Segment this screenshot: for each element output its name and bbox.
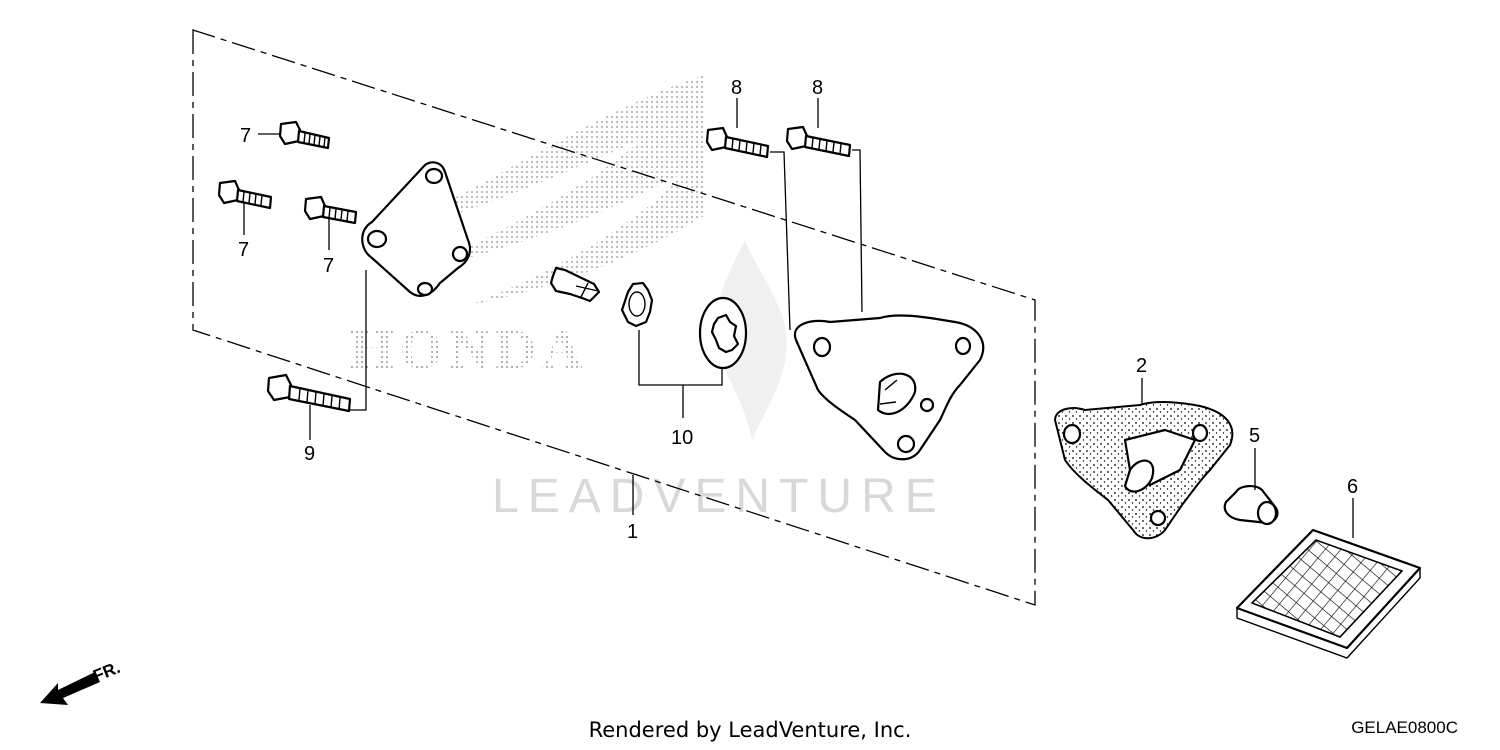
front-arrow-icon bbox=[40, 672, 100, 705]
callout-8-right: 8 bbox=[812, 77, 823, 99]
pump-cover bbox=[361, 161, 472, 297]
callout-8-left: 8 bbox=[731, 77, 742, 99]
honda-watermark: HONDA bbox=[350, 319, 588, 381]
inner-rotor bbox=[620, 281, 654, 328]
callout-2: 2 bbox=[1136, 355, 1147, 377]
callout-7-top: 7 bbox=[240, 125, 251, 147]
callout-9: 9 bbox=[304, 443, 315, 465]
front-arrow-label: FR. bbox=[90, 658, 123, 686]
collar bbox=[1223, 485, 1279, 526]
callout-7-left: 7 bbox=[238, 239, 249, 261]
leadventure-flame-watermark bbox=[714, 240, 787, 440]
leadventure-watermark: LEADVENTURE bbox=[492, 470, 946, 523]
gasket bbox=[1053, 401, 1234, 540]
bolt-7-left bbox=[217, 179, 273, 210]
callout-10: 10 bbox=[671, 427, 693, 449]
assembly-outline bbox=[192, 29, 1036, 606]
callout-7-middle: 7 bbox=[323, 255, 334, 277]
bolt-9 bbox=[266, 373, 352, 413]
bolt-7-middle bbox=[303, 195, 358, 225]
bolt-8-left bbox=[705, 126, 770, 159]
callout-6: 6 bbox=[1347, 476, 1358, 498]
bolt-8-right bbox=[785, 125, 852, 158]
honda-wing-watermark bbox=[380, 75, 705, 305]
pump-shaft bbox=[549, 266, 601, 303]
callout-5: 5 bbox=[1249, 425, 1260, 447]
outer-rotor bbox=[698, 296, 748, 370]
oil-strainer bbox=[1235, 528, 1422, 659]
diagram-code: GELAE0800C bbox=[1351, 718, 1458, 737]
callout-1: 1 bbox=[627, 521, 638, 543]
bolt-7-top bbox=[278, 120, 331, 150]
pump-body bbox=[793, 314, 985, 461]
footer-credit: Rendered by LeadVenture, Inc. bbox=[588, 718, 912, 742]
